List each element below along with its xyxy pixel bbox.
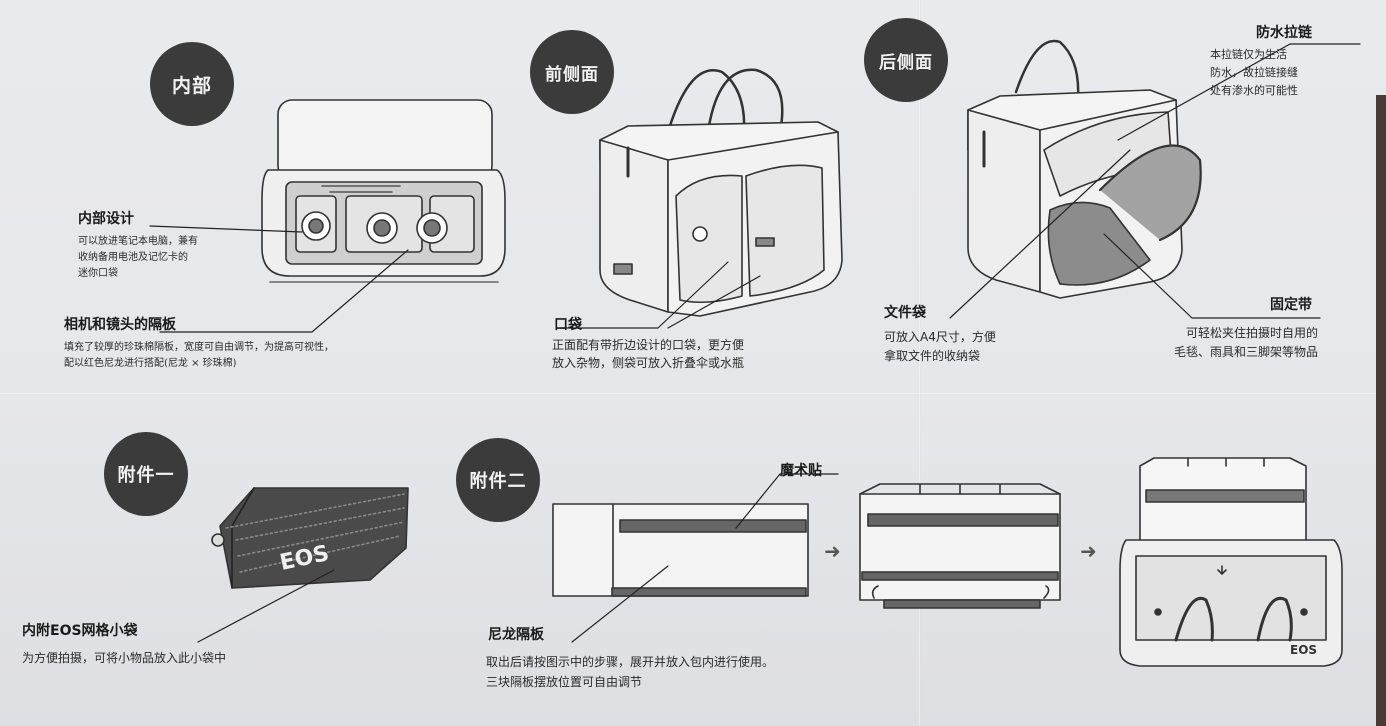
bag-eos-logo: EOS xyxy=(1290,643,1317,657)
nylon-divider-title: 尼龙隔板 xyxy=(488,627,544,643)
camera-divider-desc: 填充了较厚的珍珠棉隔板，宽度可自由调节，为提高可视性， 配以红色尼龙进行搭配(尼… xyxy=(64,342,334,369)
step-arrow-1: ➜ xyxy=(824,539,841,563)
nylon-divider-folded xyxy=(859,483,1061,609)
badge-front-side: 前侧面 xyxy=(530,30,614,114)
eos-mesh-pouch-title: 内附EOS网格小袋 xyxy=(22,623,138,639)
waterproof-zipper-title: 防水拉链 xyxy=(1256,25,1312,41)
waterproof-zipper-desc: 本拉链仅为生活 防水，故拉链接缝 处有渗水的可能性 xyxy=(1210,48,1298,97)
file-pocket-desc: 可放入A4尺寸，方便 拿取文件的收纳袋 xyxy=(884,330,996,363)
interior-bag-illustration xyxy=(261,99,506,283)
paper-fold-vertical xyxy=(918,0,921,726)
badge-back-side: 后侧面 xyxy=(864,18,948,102)
mesh-pouch-illustration xyxy=(211,487,409,589)
nylon-divider-desc: 取出后请按图示中的步骤，展开并放入包内进行使用。 三块隔板摆放位置可自由调节 xyxy=(486,655,775,689)
bag-with-divider xyxy=(1119,457,1343,667)
pocket-desc: 正面配有带折边设计的口袋，更方便 放入杂物，侧袋可放入折叠伞或水瓶 xyxy=(552,338,745,370)
velcro-title: 魔术贴 xyxy=(780,463,822,479)
badge-interior: 内部 xyxy=(150,42,234,126)
pocket-title: 口袋 xyxy=(554,317,582,333)
step-arrow-2: ➜ xyxy=(1080,539,1097,563)
fixing-strap-desc: 可轻松夹住拍摄时自用的 毛毯、雨具和三脚架等物品 xyxy=(1174,326,1319,359)
fixing-strap-title: 固定带 xyxy=(1270,297,1312,313)
interior-design-desc: 可以放进笔记本电脑，兼有 收纳备用电池及记忆卡的 迷你口袋 xyxy=(78,236,198,279)
desk-edge xyxy=(1376,95,1386,726)
leader-lines xyxy=(149,43,1361,643)
file-pocket-title: 文件袋 xyxy=(884,305,926,321)
interior-design-title: 内部设计 xyxy=(78,211,134,227)
paper-fold-horizontal xyxy=(0,392,1386,395)
eos-mesh-pouch-desc: 为方便拍摄，可将小物品放入此小袋中 xyxy=(22,651,227,665)
nylon-divider-flat xyxy=(552,503,809,597)
back-bag-illustration xyxy=(967,39,1202,299)
badge-accessory-2: 附件二 xyxy=(456,438,540,522)
camera-divider-title: 相机和镜头的隔板 xyxy=(64,317,176,333)
badge-accessory-1: 附件一 xyxy=(104,432,188,516)
front-bag-illustration xyxy=(599,68,843,317)
